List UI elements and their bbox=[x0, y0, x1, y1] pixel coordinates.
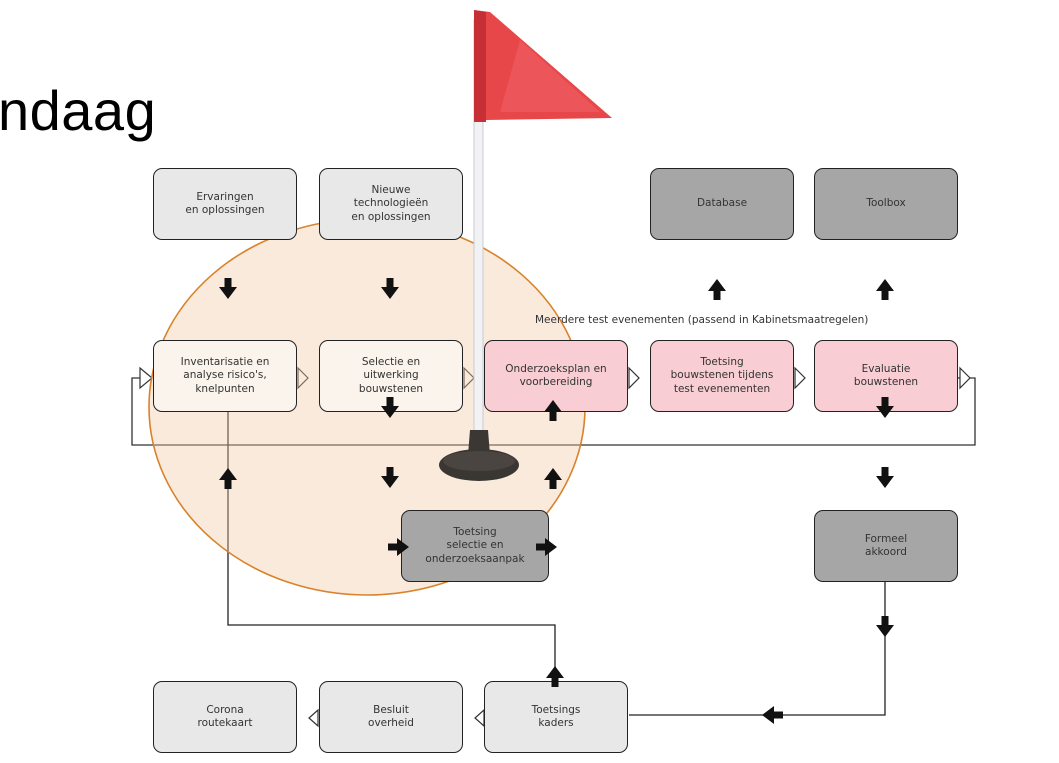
box-corona-routekaart: Corona routekaart bbox=[153, 681, 297, 753]
box-ervaringen: Ervaringen en oplossingen bbox=[153, 168, 297, 240]
box-toetsing-evenementen: Toetsing bouwstenen tijdens test eveneme… bbox=[650, 340, 794, 412]
page-title: ndaag bbox=[0, 79, 157, 142]
connector-head-6 bbox=[308, 708, 319, 728]
box-database: Database bbox=[650, 168, 794, 240]
box-formeel-akkoord: Formeel akkoord bbox=[814, 510, 958, 582]
connector-head-1 bbox=[297, 366, 309, 390]
connector-head-2 bbox=[463, 366, 475, 390]
connector-head-5 bbox=[959, 366, 971, 390]
box-toolbox: Toolbox bbox=[814, 168, 958, 240]
loop-connector bbox=[131, 377, 976, 446]
connector-head-3 bbox=[628, 366, 640, 390]
flag-base-stem bbox=[468, 430, 490, 455]
box-besluit-overheid: Besluit overheid bbox=[319, 681, 463, 753]
formeel-to-kaders-line bbox=[629, 582, 886, 716]
box-nieuwe-technologieen: Nieuwe technologieën en oplossingen bbox=[319, 168, 463, 240]
box-onderzoeksplan: Onderzoeksplan en voorbereiding bbox=[484, 340, 628, 412]
box-toetsings-kaders: Toetsings kaders bbox=[484, 681, 628, 753]
connector-head-7 bbox=[474, 708, 485, 728]
box-toetsing-selectie: Toetsing selectie en onderzoeksaanpak bbox=[401, 510, 549, 582]
test-events-caption: Meerdere test evenementen (passend in Ka… bbox=[535, 314, 869, 326]
box-inventarisatie: Inventarisatie en analyse risico's, knel… bbox=[153, 340, 297, 412]
connector-head-4 bbox=[794, 366, 806, 390]
loop-head-left bbox=[139, 366, 153, 390]
box-selectie: Selectie en uitwerking bouwstenen bbox=[319, 340, 463, 412]
box-evaluatie: Evaluatie bouwstenen bbox=[814, 340, 958, 412]
inventarisatie-to-kaders-line bbox=[227, 412, 556, 680]
